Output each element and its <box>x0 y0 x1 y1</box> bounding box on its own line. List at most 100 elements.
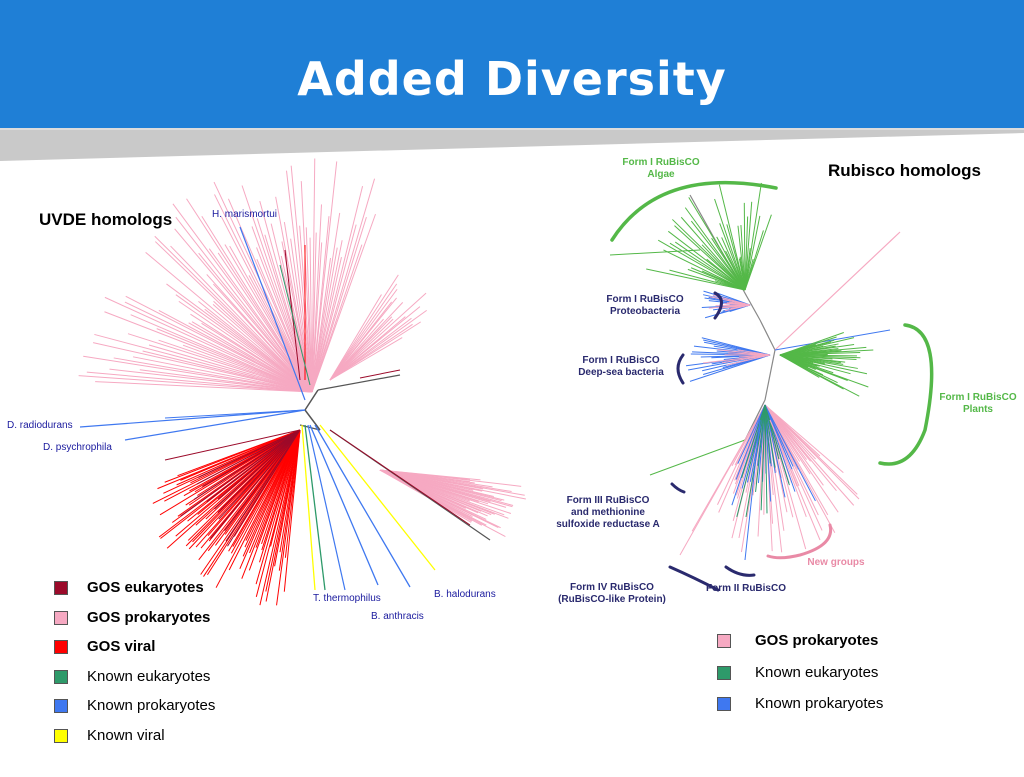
algae-branch <box>674 225 746 291</box>
known-prokaryote-branch <box>239 226 306 401</box>
gos-prokaryote-branch <box>148 344 313 393</box>
gos-eukaryote-branch <box>218 429 301 520</box>
known-prokaryote-branch <box>737 404 766 464</box>
tree-trunk <box>317 374 401 391</box>
known-viral-branch <box>319 424 436 571</box>
gos-prokaryote-branch <box>124 301 313 393</box>
gos-eukaryote-branch <box>196 429 301 485</box>
known-eukaryote-branch <box>304 424 326 591</box>
gos-prokaryote-branch <box>175 216 313 393</box>
bracket-algae <box>610 180 778 242</box>
gos-eukaryote-branch <box>214 429 301 510</box>
tree-trunk <box>304 389 319 411</box>
known-prokaryote-branch <box>307 424 346 591</box>
algae-branch <box>690 220 746 291</box>
gos-prokaryote-branch <box>764 404 829 516</box>
algae-branch <box>743 202 746 291</box>
group-label-form3: Form III RuBisCO and methionine sulfoxid… <box>556 495 660 530</box>
gos-viral-branch <box>159 429 301 516</box>
gos-prokaryote-branch <box>132 356 313 393</box>
gos-prokaryote-branch <box>130 314 313 393</box>
algae-branch <box>657 239 746 291</box>
gos-prokaryote-branch <box>329 337 403 381</box>
legend-swatch <box>717 665 731 680</box>
gos-prokaryote-branch <box>166 283 313 393</box>
gos-prokaryote-branch <box>175 294 313 393</box>
gos-eukaryote-branch <box>359 369 401 379</box>
gos-eukaryote-branch <box>193 429 301 500</box>
gos-prokaryote-branch <box>104 311 313 393</box>
algae-branch <box>667 230 746 291</box>
algae-branch <box>718 184 746 291</box>
legend-label: Known eukaryotes <box>755 663 879 681</box>
gos-prokaryote-branch <box>290 165 313 393</box>
algae-branch <box>663 249 746 291</box>
tree-trunk <box>759 319 776 351</box>
legend-label: GOS viral <box>87 638 156 655</box>
gos-prokaryote-branch <box>329 317 412 381</box>
known-eukaryote-branch <box>764 404 790 486</box>
gos-viral-branch <box>164 429 301 483</box>
slide-title: Added Diversity <box>297 52 727 106</box>
gos-prokaryote-branch <box>290 238 313 393</box>
gos-prokaryote-branch <box>311 216 330 393</box>
known-prokaryote-branch <box>309 424 379 586</box>
gos-prokaryote-branch <box>311 257 332 393</box>
legend-label: Known eukaryotes <box>87 667 211 685</box>
gos-prokaryote-branch <box>774 231 901 351</box>
gos-prokaryote-branch <box>256 218 313 393</box>
known-eukaryote-branch <box>279 264 311 386</box>
known-prokaryote-branch <box>164 409 306 419</box>
gos-prokaryote-branch <box>769 419 821 541</box>
bracket-proteobacteria <box>713 291 723 320</box>
gos-prokaryote-branch <box>329 316 406 381</box>
gos-prokaryote-branch <box>311 158 316 393</box>
gos-prokaryote-branch <box>94 333 313 393</box>
gos-viral-branch <box>274 429 301 567</box>
known-prokaryote-branch <box>764 404 786 498</box>
gos-prokaryote-branch <box>311 244 363 393</box>
label-b-anthracis: B. anthracis <box>371 611 424 622</box>
bracket-form4 <box>668 565 720 592</box>
uvde-panel-title: UVDE homologs <box>39 210 173 229</box>
gos-prokaryote-branch <box>311 213 376 393</box>
bracket-newgroups <box>766 523 833 560</box>
gos-eukaryote-branch <box>224 429 301 532</box>
group-label-proteobacteria: Form I RuBisCO Proteobacteria <box>606 294 684 317</box>
gos-prokaryote-branch <box>156 328 313 393</box>
algae-branch <box>744 201 753 291</box>
algae-branch <box>674 241 746 291</box>
legend-swatch <box>54 699 68 713</box>
gos-prokaryote-branch <box>329 274 399 381</box>
algae-branch <box>669 269 746 291</box>
tree-trunk <box>764 349 776 401</box>
gos-prokaryote-branch <box>311 204 322 393</box>
legend-swatch <box>717 697 731 711</box>
known-eukaryote-branch <box>760 404 766 511</box>
gos-prokaryote-branch <box>329 292 427 381</box>
tree-trunk <box>304 409 321 431</box>
bracket-deepsea <box>676 353 685 385</box>
bracket-plants <box>878 323 934 466</box>
known-prokaryote-branch <box>314 424 411 588</box>
legend-swatch <box>717 634 731 648</box>
gos-prokaryote-branch <box>329 301 393 381</box>
legend-swatch <box>54 610 68 625</box>
gos-prokaryote-branch <box>78 375 313 393</box>
proteobacteria-branch <box>724 304 751 312</box>
algae-branch <box>714 198 746 291</box>
known-eukaryote-branch <box>764 404 771 464</box>
gos-prokaryote-branch <box>329 318 384 381</box>
known-eukaryote-branch <box>764 404 776 468</box>
algae-branch <box>719 223 746 291</box>
gos-prokaryote-branch <box>764 404 855 506</box>
gos-prokaryote-branch <box>256 247 313 393</box>
gos-prokaryote-branch <box>251 226 313 393</box>
legend-label: Known viral <box>87 726 165 744</box>
legend-swatch <box>54 640 68 654</box>
gos-eukaryote-branch <box>227 429 301 547</box>
gos-eukaryote-branch <box>206 429 301 503</box>
form2-branch <box>744 419 761 561</box>
gos-prokaryote-branch <box>283 221 313 393</box>
gos-eukaryote-branch <box>225 429 301 542</box>
